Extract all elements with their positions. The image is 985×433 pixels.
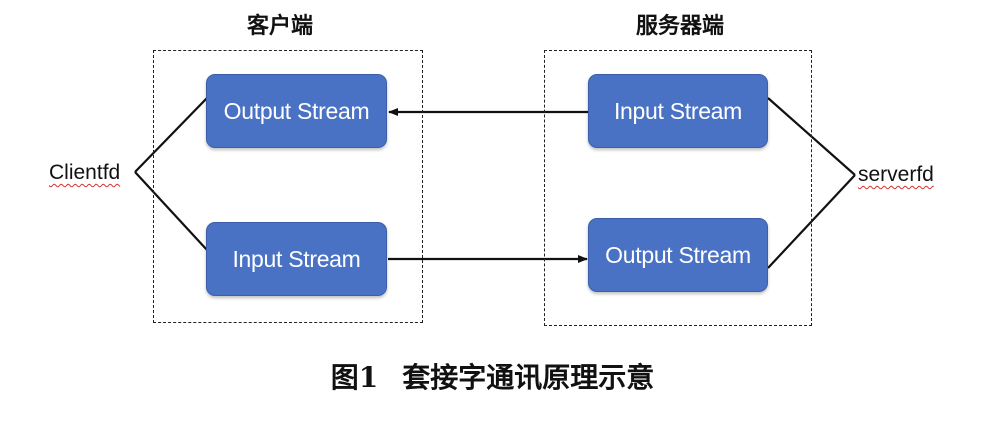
figure-caption-text: 套接字通讯原理示意 bbox=[402, 361, 655, 394]
server-group-title: 服务器端 bbox=[635, 14, 724, 39]
client-output-stream-box: Output Stream bbox=[206, 74, 387, 148]
client-line-to-output bbox=[134, 97, 208, 173]
server-container bbox=[544, 50, 812, 326]
client-container bbox=[153, 50, 423, 323]
client-group-title: 客户端 bbox=[246, 14, 313, 39]
clientfd-label: Clientfd bbox=[49, 161, 121, 184]
server-input-stream-box: Input Stream bbox=[588, 74, 768, 148]
client-input-stream-box: Input Stream bbox=[206, 222, 387, 296]
server-output-stream-box: Output Stream bbox=[588, 218, 768, 292]
figure-caption: 图1 套接字通讯原理示意 bbox=[0, 364, 985, 392]
serverfd-label: serverfd bbox=[858, 163, 934, 186]
figure-number: 图1 bbox=[330, 361, 379, 394]
client-line-to-input bbox=[134, 171, 208, 251]
